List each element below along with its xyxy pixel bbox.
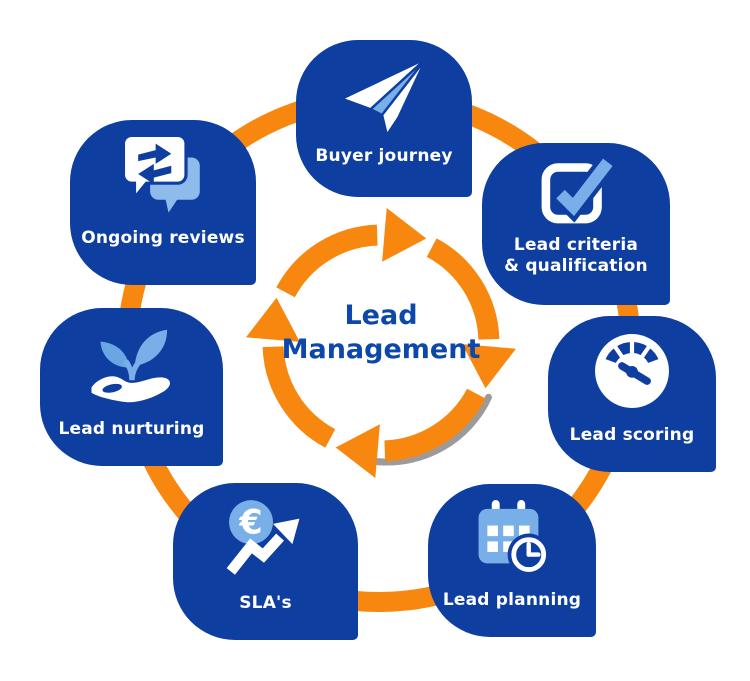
center-title: Lead Management: [241, 299, 521, 367]
node-lead-scoring: Lead scoring: [548, 316, 716, 472]
chat-sync-icon: [70, 120, 256, 228]
paper-plane-icon: [296, 40, 472, 146]
node-label: Lead planning: [442, 590, 582, 610]
node-label: Ongoing reviews: [81, 228, 245, 248]
node-buyer-journey: Buyer journey: [296, 40, 472, 197]
cycle-arrows-icon: [246, 208, 516, 478]
node-lead-nurturing: Lead nurturing: [40, 308, 223, 466]
node-ongoing-reviews: Ongoing reviews: [70, 120, 256, 285]
node-label: Lead nurturing: [58, 419, 205, 439]
euro-growth-icon: €: [173, 483, 358, 593]
center-title-line1: Lead: [344, 300, 418, 331]
node-label: Lead scoring: [569, 425, 695, 445]
center-title-line2: Management: [281, 334, 481, 365]
checkbox-check-icon: [482, 143, 670, 235]
hand-plant-icon: [40, 308, 223, 419]
svg-text:€: €: [238, 503, 262, 542]
node-slas: € SLA's: [173, 483, 358, 640]
calendar-clock-icon: [428, 484, 596, 590]
node-label: Buyer journey: [315, 146, 453, 166]
node-lead-planning: Lead planning: [428, 484, 596, 637]
node-lead-criteria: Lead criteria& qualification: [482, 143, 670, 305]
node-label: SLA's: [239, 593, 292, 613]
node-label: Lead criteria& qualification: [504, 235, 648, 276]
gauge-icon: [548, 316, 716, 425]
